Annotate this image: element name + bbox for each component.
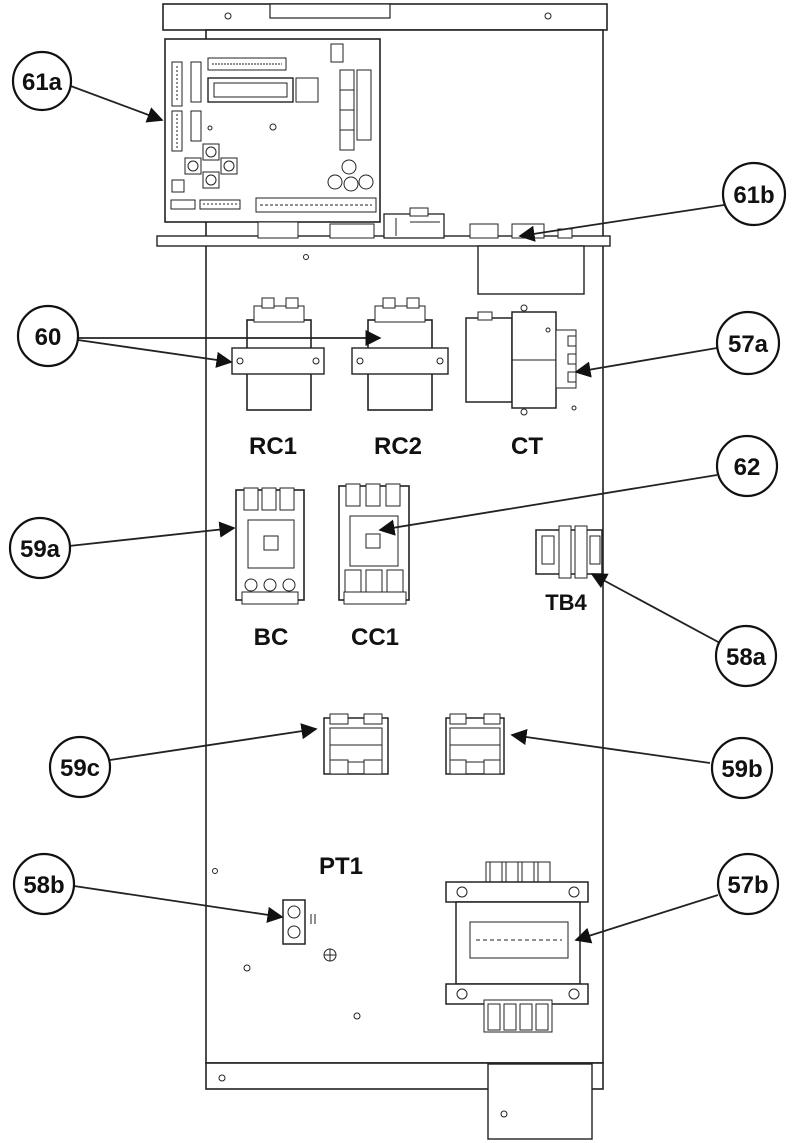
current-transformer-ct [465, 304, 577, 416]
callout-58b-text: 58b [23, 872, 64, 899]
callout-57a: 57a [715, 310, 781, 376]
callout-58a: 58a [714, 624, 778, 688]
callout-58b: 58b [12, 852, 76, 916]
callout-59c-text: 59c [60, 755, 100, 782]
label-bc: BC [254, 624, 289, 651]
terminal-block-tb4 [535, 525, 603, 579]
callout-61a: 61a [11, 50, 73, 112]
label-cc1: CC1 [351, 624, 399, 651]
callout-57b-text: 57b [727, 872, 768, 899]
callout-61a-text: 61a [22, 69, 63, 96]
leader-lines [67, 84, 725, 944]
callout-62: 62 [715, 434, 779, 498]
control-board [164, 38, 381, 239]
label-pt1: PT1 [319, 853, 363, 880]
relay-59b [445, 713, 505, 775]
label-rc2: RC2 [374, 433, 422, 460]
relay-59c [323, 713, 389, 775]
callout-58a-text: 58a [726, 644, 767, 671]
callout-59a-text: 59a [20, 536, 61, 563]
callout-59b-text: 59b [721, 756, 762, 783]
callout-60-text: 60 [35, 324, 62, 351]
label-ct: CT [511, 433, 543, 460]
callout-61b: 61b [721, 161, 787, 227]
callout-61b-text: 61b [733, 182, 774, 209]
power-transformer-pt1 [445, 861, 589, 1033]
capacitor-rc1 [231, 297, 325, 411]
callout-60: 60 [16, 304, 80, 368]
ground-terminal-58b [282, 899, 316, 945]
callout-57a-text: 57a [728, 331, 769, 358]
callout-59b: 59b [710, 736, 774, 800]
contactor-cc1 [338, 483, 410, 605]
label-rc1: RC1 [249, 433, 297, 460]
callout-62-text: 62 [734, 454, 761, 481]
contactor-bc [235, 487, 305, 605]
callout-57b: 57b [716, 852, 780, 916]
callout-59c: 59c [48, 735, 112, 799]
callout-59a: 59a [8, 516, 72, 580]
label-tb4: TB4 [545, 590, 587, 615]
transformer-board [383, 207, 585, 295]
